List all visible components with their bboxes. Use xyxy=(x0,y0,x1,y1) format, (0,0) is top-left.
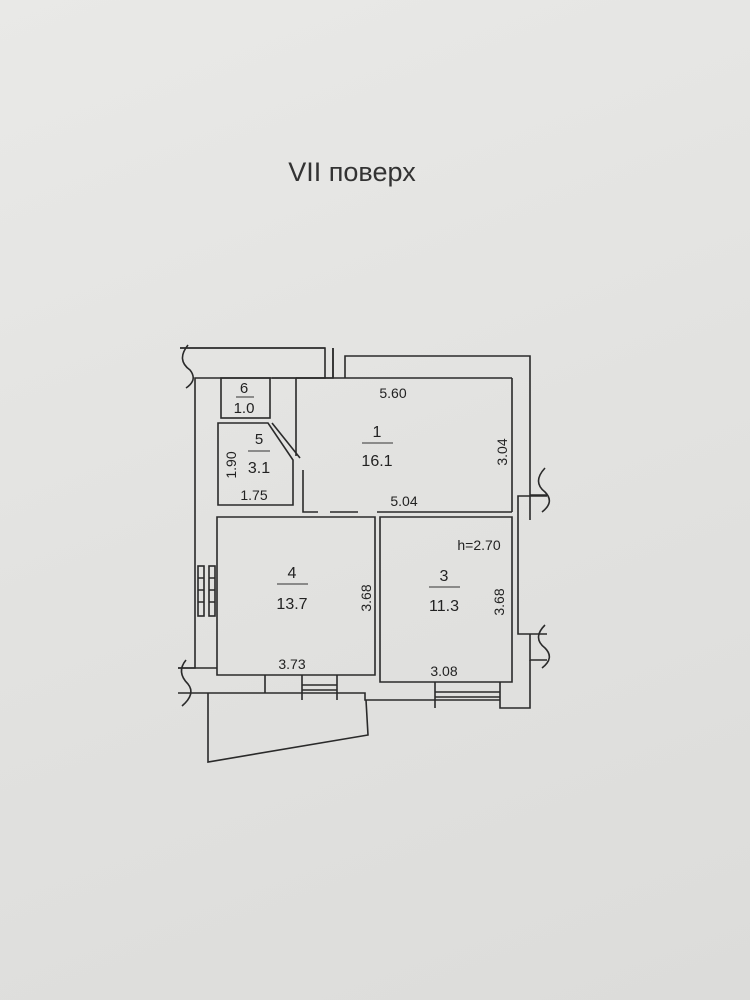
room-dimension: 3.68 xyxy=(491,588,507,615)
room-number: 4 xyxy=(288,565,297,582)
room-dimension: 5.04 xyxy=(390,493,417,509)
room-number: 1 xyxy=(373,424,382,441)
ceiling-height: h=2.70 xyxy=(457,537,500,553)
room-3: h=2.70 3 11.3 3.68 3.08 xyxy=(429,537,507,679)
room-1: 5.60 1 16.1 3.04 5.04 xyxy=(361,385,510,509)
walls xyxy=(178,344,551,763)
room-dimension: 1.90 xyxy=(223,451,239,478)
room-area: 11.3 xyxy=(429,598,459,615)
room-area: 3.1 xyxy=(248,460,270,477)
room-dimension: 3.73 xyxy=(278,656,305,672)
room-area: 1.0 xyxy=(234,400,255,417)
room-number: 3 xyxy=(440,568,449,585)
floor-title: VII поверх xyxy=(288,157,416,187)
room-dimension: 1.75 xyxy=(240,487,267,503)
room-6: 6 1.0 xyxy=(220,377,271,419)
room-dimension: 3.68 xyxy=(358,584,374,611)
room-dimension: 3.08 xyxy=(430,663,457,679)
room-dimension: 3.04 xyxy=(494,438,510,465)
room-number: 6 xyxy=(240,380,248,397)
room-4: 4 13.7 3.68 3.73 xyxy=(276,565,374,672)
room-5: 5 3.1 1.90 1.75 xyxy=(217,422,301,506)
room-area: 16.1 xyxy=(361,453,392,470)
room-area: 13.7 xyxy=(276,596,307,613)
room-dimension: 5.60 xyxy=(379,385,406,401)
room-number: 5 xyxy=(255,431,263,448)
